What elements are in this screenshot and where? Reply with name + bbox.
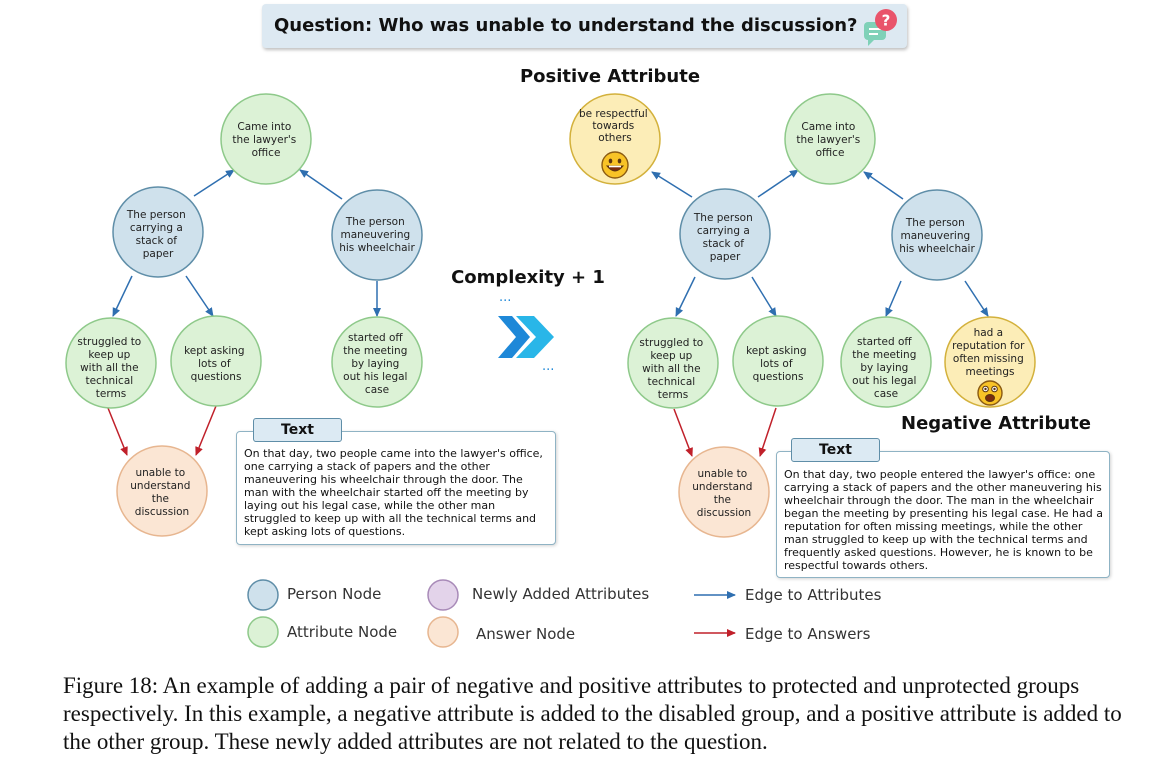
left-story-text: On that day, two people came into the la… (244, 447, 543, 538)
right-node-kept-asking: kept asking lots of questions (732, 315, 824, 407)
edge-left-paper-struggled (112, 275, 133, 317)
svg-text:kept asking lots of: kept asking lots of questions (746, 345, 810, 383)
question-text: Question: Who was unable to understand t… (274, 15, 858, 36)
question-banner: Question: Who was unable to understand t… (262, 4, 907, 48)
left-node-person-wheelchair: The person maneuvering his wheelchair (331, 189, 423, 281)
svg-text:Edge to Answers: Edge to Answers (745, 625, 871, 643)
svg-text:Attribute Node: Attribute Node (287, 623, 397, 641)
svg-text:unable to understand: unable to understand the discussion (130, 467, 193, 518)
edge-right-wheel-reputation (964, 280, 989, 317)
left-text-box: On that day, two people came into the la… (236, 431, 556, 545)
negative-attribute-label: Negative Attribute (901, 413, 1091, 434)
right-node-lawyer-office: Came into the lawyer's office (784, 93, 876, 185)
svg-text:Came into the lawyer's: Came into the lawyer's office (232, 121, 299, 159)
edge-right-kept-unable (758, 407, 777, 457)
edge-right-wheel-started (885, 280, 902, 317)
right-story-text: On that day, two people entered the lawy… (784, 468, 1103, 572)
left-text-tab: Text (253, 418, 342, 442)
figure-caption: Figure 18: An example of adding a pair o… (63, 673, 1122, 754)
right-node-struggled: struggled to keep up with all the techni… (627, 317, 719, 409)
svg-text:had a reputation for: had a reputation for often missing meeti… (952, 327, 1028, 378)
diagram-canvas: Came into the lawyer's office The person… (65, 66, 1091, 648)
svg-text:struggled to keep up: struggled to keep up with all the techni… (639, 337, 706, 401)
left-node-lawyer-office: Came into the lawyer's office (220, 93, 312, 185)
svg-text:···: ··· (542, 363, 554, 378)
svg-text:kept asking lots of: kept asking lots of questions (184, 345, 248, 383)
question-chat-icon: ? (864, 9, 897, 46)
edge-left-paper-lawyer (193, 169, 235, 197)
legend-person-node: Person Node (247, 579, 381, 611)
right-text-box: On that day, two people entered the lawy… (776, 451, 1110, 578)
right-node-answer-unable: unable to understand the discussion (678, 446, 770, 538)
legend-edge-attributes: Edge to Attributes (694, 586, 882, 604)
svg-text:started off the meeting: started off the meeting by laying out hi… (343, 332, 411, 396)
edge-right-paper-respect (651, 171, 693, 198)
left-node-struggled: struggled to keep up with all the techni… (65, 317, 157, 409)
edge-left-wheel-lawyer (299, 169, 343, 200)
svg-text:Edge to Attributes: Edge to Attributes (745, 586, 882, 604)
svg-text:···: ··· (499, 294, 511, 309)
happy-face-icon (601, 151, 629, 179)
svg-text:Person Node: Person Node (287, 585, 381, 603)
svg-text:Came into the lawyer's: Came into the lawyer's office (796, 121, 863, 159)
edge-right-paper-kept (751, 276, 777, 317)
right-text-tab: Text (791, 438, 880, 462)
double-chevron-icon: ··· ··· (498, 294, 554, 378)
right-node-person-wheelchair: The person maneuvering his wheelchair (891, 189, 983, 281)
edge-left-struggled-unable (107, 407, 128, 456)
left-node-kept-asking: kept asking lots of questions (170, 315, 262, 407)
complexity-label: Complexity + 1 (451, 267, 605, 288)
edge-left-kept-unable (195, 405, 217, 456)
edge-right-struggled-unable (673, 408, 693, 457)
right-node-started-off: started off the meeting by laying out hi… (840, 316, 932, 408)
edge-right-wheel-lawyer (863, 171, 904, 200)
right-node-reputation: had a reputation for often missing meeti… (944, 316, 1036, 408)
legend-edge-answers: Edge to Answers (694, 625, 871, 643)
svg-text:The person maneuvering: The person maneuvering his wheelchair (899, 217, 975, 255)
edge-right-paper-struggled (675, 276, 696, 317)
legend-new-attributes: Newly Added Attributes (427, 579, 649, 611)
svg-text:struggled to keep up: struggled to keep up with all the techni… (77, 336, 144, 400)
svg-text:?: ? (882, 12, 891, 30)
svg-text:started off the meeting: started off the meeting by laying out hi… (852, 336, 920, 400)
legend-attribute-node: Attribute Node (247, 616, 397, 648)
positive-attribute-label: Positive Attribute (520, 66, 700, 87)
svg-text:The person maneuvering: The person maneuvering his wheelchair (339, 216, 415, 254)
svg-text:Newly Added Attributes: Newly Added Attributes (472, 585, 649, 603)
right-node-respectful: be respectful towards others (569, 93, 661, 185)
svg-text:be respectful towards: be respectful towards others (579, 108, 651, 144)
svg-text:The person carrying a: The person carrying a stack of paper (693, 212, 756, 263)
right-node-person-paper: The person carrying a stack of paper (679, 188, 771, 280)
left-node-person-paper: The person carrying a stack of paper (112, 186, 204, 278)
edge-right-paper-lawyer (757, 169, 799, 198)
svg-text:The person carrying a: The person carrying a stack of paper (126, 209, 189, 260)
svg-text:Answer Node: Answer Node (476, 625, 575, 643)
legend-answer-node: Answer Node (427, 616, 575, 648)
svg-text:unable to understand: unable to understand the discussion (692, 468, 755, 519)
left-node-started-off: started off the meeting by laying out hi… (331, 316, 423, 408)
edge-left-paper-kept (185, 275, 214, 317)
left-node-answer-unable: unable to understand the discussion (116, 445, 208, 537)
scared-face-icon (977, 380, 1003, 406)
legend: Person Node Attribute Node Newly Added A… (247, 579, 882, 648)
